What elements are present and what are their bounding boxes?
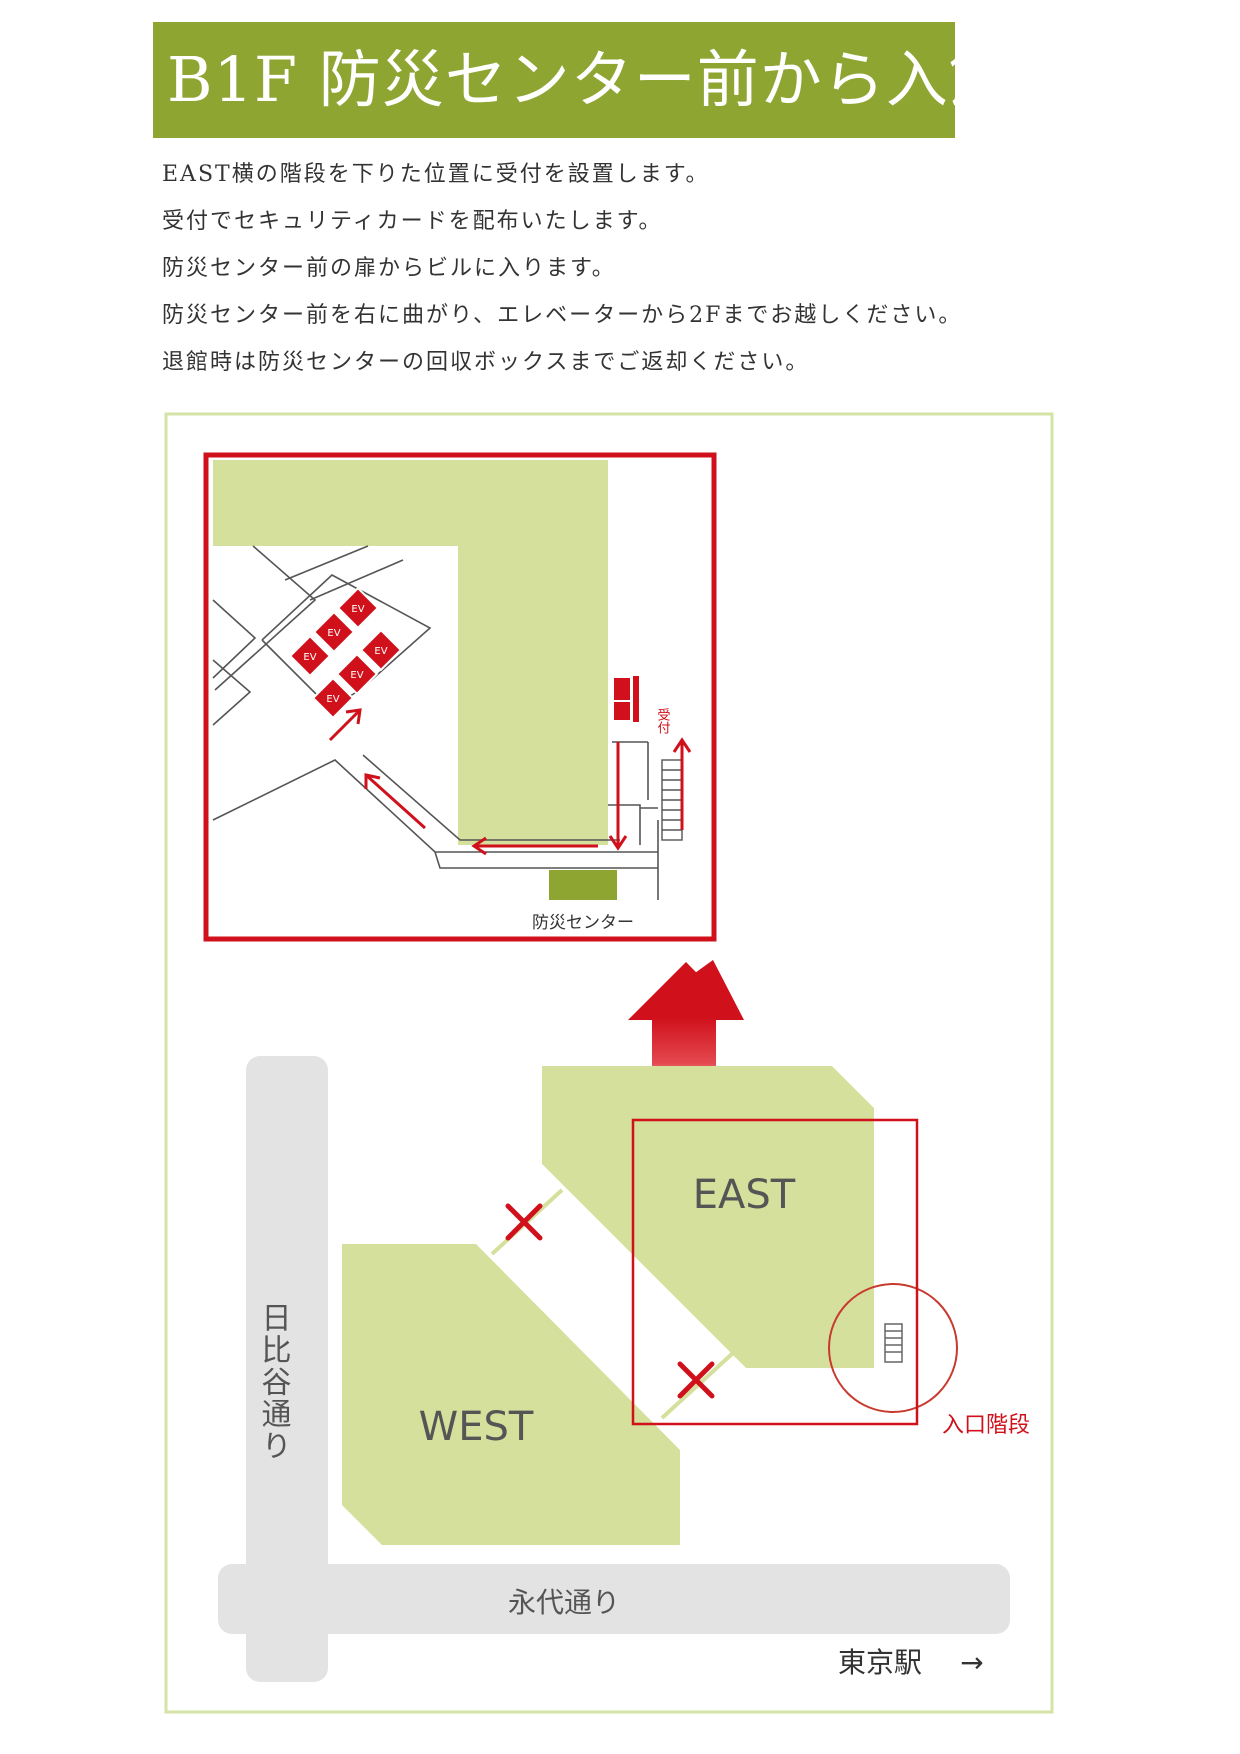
entrance-stairs	[884, 1323, 903, 1363]
entrance-stairs-label: 入口階段	[942, 1413, 1030, 1438]
hibiya-street-label: 日比谷通り	[256, 1302, 291, 1462]
reception-desk	[614, 676, 639, 722]
disaster-center-label: 防災センター	[532, 913, 634, 933]
entrance-highlight-circle	[828, 1283, 958, 1413]
elevator-label: EV	[303, 652, 316, 663]
west-building	[342, 1244, 680, 1545]
elevator-label: EV	[351, 604, 364, 615]
inset-building	[213, 460, 608, 845]
elevator-label: EV	[350, 670, 363, 681]
east-building	[542, 1066, 874, 1368]
eitai-street-label: 永代通り	[508, 1586, 620, 1619]
instruction-item: 防災センター前を右に曲がり、エレベーターから2Fまでお越しください。	[162, 303, 963, 328]
instruction-list: EAST横の階段を下りた位置に受付を設置します。 受付でセキュリティカードを配布…	[162, 158, 1122, 393]
route-arrows	[328, 708, 692, 856]
elevator-label: EV	[374, 646, 387, 657]
east-highlight-box	[631, 1118, 919, 1426]
disaster-center-room	[549, 870, 617, 900]
inset-stairs	[661, 759, 683, 841]
east-label: EAST	[693, 1172, 796, 1218]
elevator-label: EV	[326, 694, 339, 705]
elevator-label: EV	[327, 628, 340, 639]
tokyo-station-arrow-icon: →	[960, 1646, 983, 1679]
b1f-inset-map: 受付 EV EV EV EV EV EV 防災センター	[203, 452, 717, 942]
instruction-item: 防災センター前の扉からビルに入ります。	[162, 256, 616, 281]
west-label: WEST	[419, 1404, 534, 1450]
instruction-item: 受付でセキュリティカードを配布いたします。	[162, 209, 663, 234]
eitai-street	[218, 1564, 1010, 1634]
hibiya-street	[246, 1056, 328, 1682]
reception-label: 受付	[655, 708, 671, 734]
page-title: B1F 防災センター前から入館	[153, 22, 955, 138]
tokyo-station-label: 東京駅	[838, 1646, 922, 1679]
elevator-group: EV EV EV EV EV EV	[289, 587, 402, 719]
instruction-item: EAST横の階段を下りた位置に受付を設置します。	[162, 162, 710, 187]
instruction-item: 退館時は防災センターの回収ボックスまでご返却ください。	[162, 350, 810, 375]
closed-marks	[505, 1203, 715, 1399]
inset-frame	[203, 452, 717, 942]
inset-corridors	[212, 545, 659, 900]
